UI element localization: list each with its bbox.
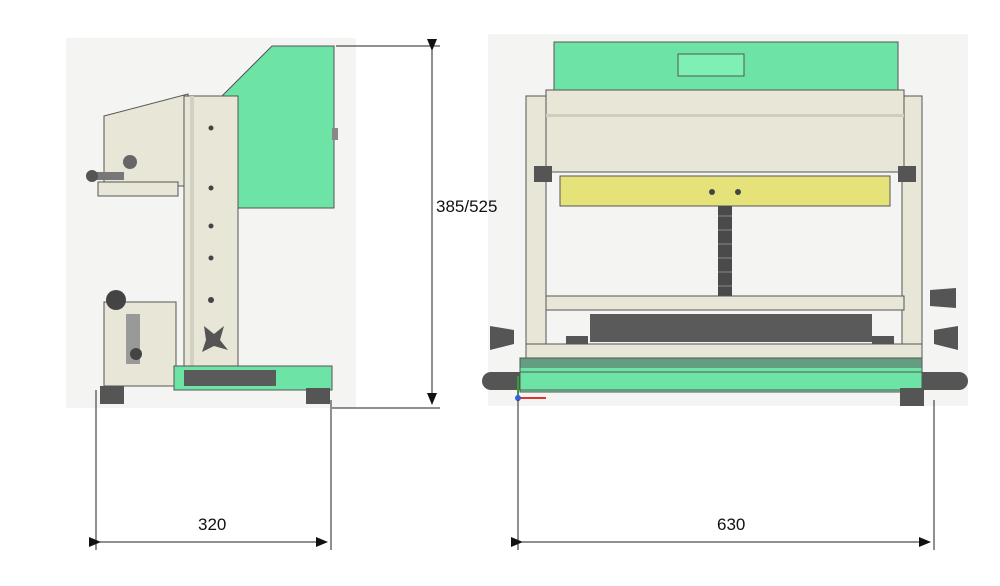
dimension-front-width: 630 [511, 400, 935, 550]
side-arm-lower [97, 181, 179, 197]
side-width-dimension-label: 320 [198, 515, 226, 534]
front-screw [718, 206, 732, 298]
front-width-dimension-label: 630 [717, 515, 745, 534]
front-sealing-bar [590, 314, 872, 342]
front-view [482, 34, 968, 406]
side-base-slot [184, 370, 276, 386]
front-post-right [901, 95, 923, 369]
side-view [66, 38, 356, 408]
dimension-side-width: 320 [89, 390, 332, 550]
front-knob-left [490, 326, 514, 350]
front-crossbar [545, 295, 905, 311]
side-star-knob [202, 326, 228, 352]
front-foot-right [900, 388, 924, 406]
side-handle-end [86, 170, 98, 182]
front-clip-right [898, 166, 916, 182]
side-foot-left [100, 386, 124, 404]
side-handle [88, 172, 124, 180]
front-post-left [525, 95, 547, 369]
front-display-window [677, 53, 745, 77]
front-knob-upper-right [930, 288, 956, 308]
front-yellow-clamp [559, 175, 891, 207]
front-knob-right [934, 326, 958, 350]
front-upper-body [545, 89, 905, 173]
side-arm-knob [123, 155, 137, 169]
axis-origin-marker [515, 395, 521, 401]
side-foot-right [306, 388, 330, 404]
side-column-edge [190, 96, 194, 372]
side-knob-small [332, 128, 338, 140]
height-dimension-label: 385/525 [436, 197, 497, 216]
front-clip-left [534, 166, 552, 182]
dimension-height: 385/525 [332, 39, 497, 409]
side-roller [106, 290, 126, 310]
